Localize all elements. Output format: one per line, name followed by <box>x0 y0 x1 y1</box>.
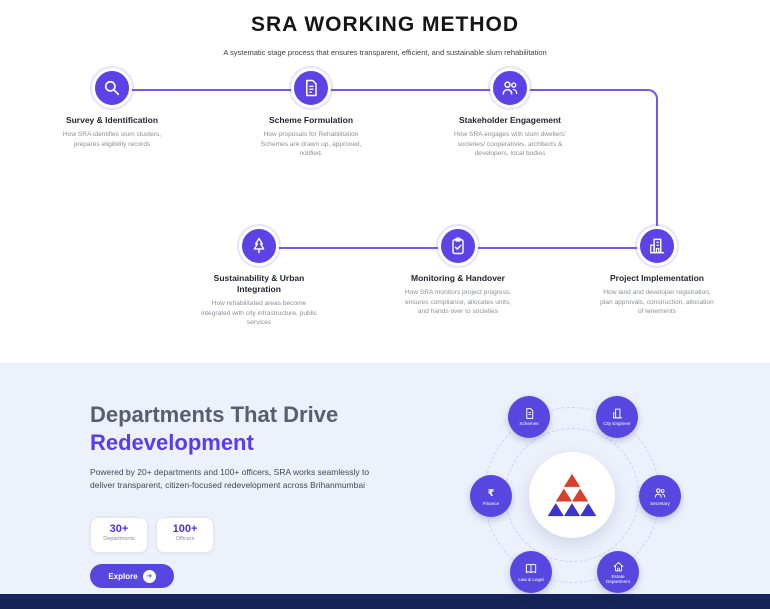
home-icon <box>613 561 623 572</box>
stat-label: Officers <box>175 536 195 542</box>
stat-label: Departments <box>103 536 135 542</box>
hub-satellite-estate: Estate Department <box>597 551 639 593</box>
rupee-icon: ₹ <box>488 488 495 499</box>
document-icon <box>525 408 533 420</box>
hub-satellite-label: Secretary <box>650 500 670 506</box>
stat-value: 30+ <box>109 523 129 535</box>
timeline-connector-top <box>112 89 658 248</box>
departments-heading-accent: Redevelopment <box>90 430 254 455</box>
step-title: Scheme Formulation <box>268 115 354 125</box>
arrow-right-icon: ➔ <box>142 569 156 583</box>
departments-heading: Departments That Drive <box>90 402 339 427</box>
people-icon <box>654 488 666 498</box>
timeline-step-survey: Survey & Identification How SRA identifi… <box>45 68 179 149</box>
stat-card-officers: 100+ Officers <box>156 517 214 553</box>
timeline-step-stakeholder: Stakeholder Engagement How SRA engages w… <box>443 68 577 159</box>
footer-strip <box>0 594 770 609</box>
timeline-step-scheme: Scheme Formulation How proposals for Reh… <box>244 68 378 159</box>
clipboard-check-icon <box>438 226 478 266</box>
stat-value: 100+ <box>172 523 198 535</box>
step-title: Survey & Identification <box>65 115 159 125</box>
building-icon <box>612 409 622 419</box>
hub-satellite-finance: ₹ Finance <box>470 475 512 517</box>
hub-satellite-law: Law & Legal <box>510 551 552 593</box>
step-description: How SRA monitors project progress, ensur… <box>404 289 512 316</box>
step-description: How SRA engages with slum dwellers' soci… <box>454 131 566 158</box>
page-subtitle: A systematic stage process that ensures … <box>223 48 547 57</box>
svg-text:₹: ₹ <box>488 488 495 499</box>
explore-button-label: Explore <box>108 571 138 581</box>
step-title: Monitoring & Handover <box>411 273 505 283</box>
book-icon <box>525 563 537 573</box>
timeline-step-monitoring: Monitoring & Handover How SRA monitors p… <box>391 226 525 317</box>
search-icon <box>92 68 132 108</box>
stat-card-departments: 30+ Departments <box>90 517 148 553</box>
step-title: Project Implementation <box>610 273 704 283</box>
building-icon <box>637 226 677 266</box>
hub-satellite-city-engineer: City Engineer <box>596 396 638 438</box>
hub-satellite-label: Finance <box>482 500 500 506</box>
tree-icon <box>239 226 279 266</box>
timeline-step-sustainability: Sustainability & Urban Integration How r… <box>192 226 326 328</box>
page-title: SRA WORKING METHOD <box>250 13 520 36</box>
step-title: Sustainability & Urban Integration <box>213 273 305 295</box>
hub-satellite-label: Estate Department <box>605 573 630 584</box>
hub-satellite-label: Schemes <box>519 421 539 427</box>
step-description: How land and developer registration, pla… <box>600 289 714 316</box>
step-description: How proposals for Rehabilitation Schemes… <box>260 131 362 158</box>
timeline-step-implementation: Project Implementation How land and deve… <box>590 226 724 317</box>
departments-description: Powered by 20+ departments and 100+ offi… <box>90 467 370 491</box>
step-description: How SRA identifies slum clusters, prepar… <box>62 131 162 148</box>
hub-satellite-schemes: Schemes <box>508 396 550 438</box>
hub-satellite-secretary: Secretary <box>639 475 681 517</box>
step-title: Stakeholder Engagement <box>458 115 562 125</box>
step-description: How rehabilitated areas become integrate… <box>201 300 317 327</box>
hub-satellite-label: Law & Legal <box>518 576 544 582</box>
explore-button[interactable]: Explore ➔ <box>90 564 174 588</box>
people-icon <box>490 68 530 108</box>
document-icon <box>291 68 331 108</box>
hub-satellite-label: City Engineer <box>603 421 631 427</box>
sra-triangles-logo <box>529 452 615 538</box>
